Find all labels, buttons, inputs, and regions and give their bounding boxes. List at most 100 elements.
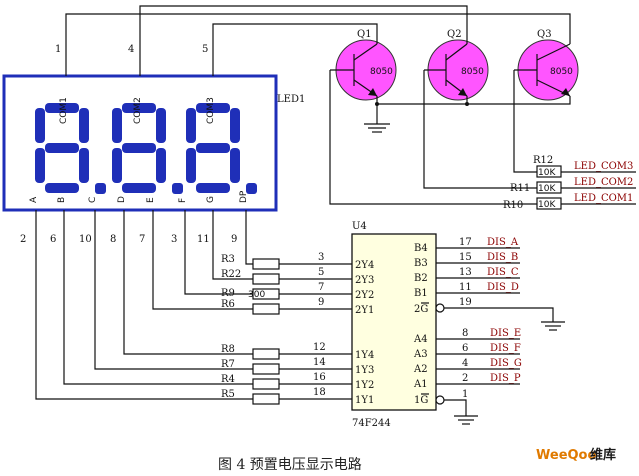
transistor-q1: Q1 8050 — [330, 29, 397, 101]
net-dis-f: DIS_F — [490, 343, 521, 354]
pin-16-label: 16 — [313, 372, 326, 383]
digit-2-segment-a — [122, 103, 156, 113]
port-a2: A2 — [413, 364, 428, 375]
transistor-q2: Q2 8050 — [424, 29, 489, 101]
pin-7b-label: 7 — [318, 282, 324, 293]
r10-name: R10 — [503, 200, 523, 211]
pin-15-label: 15 — [459, 252, 472, 263]
segment-wires: 2 6 10 8 7 3 11 9 — [20, 210, 253, 400]
pin-2b-label: 2 — [462, 373, 468, 384]
net-dis-a: DIS_A — [487, 237, 519, 248]
net-dis-e: DIS_E — [490, 328, 521, 339]
net-led-com2: LED_COM2 — [574, 177, 633, 188]
r7-body — [252, 363, 280, 375]
digit-3-segment-e — [186, 148, 196, 183]
net-led-com1: LED_COM1 — [574, 193, 633, 204]
emitter-ground — [364, 96, 571, 133]
port-1g: 1G — [414, 395, 428, 406]
bubble-2g — [435, 303, 445, 313]
bpin-11: 11 — [197, 234, 210, 245]
digit-1-segment-c — [79, 148, 89, 183]
pin-14-label: 14 — [313, 357, 326, 368]
q1-type: 8050 — [370, 67, 393, 77]
port-1y1: 1Y1 — [355, 395, 374, 406]
digit-1-decimal-point — [95, 183, 106, 194]
r4-name: R4 — [221, 374, 235, 385]
com-wires: 1 4 5 — [55, 5, 571, 76]
pin-11b-label: 11 — [459, 282, 472, 293]
r12-name: R12 — [533, 155, 553, 166]
port-b4: B4 — [414, 243, 428, 254]
port-2y3: 2Y3 — [355, 275, 374, 286]
digit-1-segment-a — [45, 103, 79, 113]
bpin-7: 7 — [139, 234, 145, 245]
digit-1-segment-e — [35, 148, 45, 183]
watermark-brand: WeeQoo — [536, 448, 596, 463]
digit-3-segment-b — [230, 108, 240, 143]
port-1y4: 1Y4 — [355, 350, 374, 361]
digit-2-segment-g — [122, 143, 156, 153]
ic-74f244: U4 74F244 2Y4 2Y3 2Y2 2Y1 1Y4 1Y3 1Y2 1Y… — [351, 221, 565, 429]
display-label: LED1 — [277, 94, 305, 105]
bpin-3: 3 — [171, 234, 177, 245]
pin-5-label: 5 — [202, 44, 208, 55]
segment-resistors-bottom: R8 R7 R4 R5 12 14 16 18 — [221, 342, 352, 405]
q3-type: 8050 — [550, 67, 573, 77]
q1-name: Q1 — [357, 29, 372, 40]
bpin-2: 2 — [20, 234, 26, 245]
net-dis-p: DIS_P — [490, 373, 521, 384]
q2-emitter-arrow — [458, 88, 467, 96]
port-a3: A3 — [413, 349, 428, 360]
figure-caption: 图 4 预置电压显示电路 — [218, 457, 362, 473]
digit-3-segment-c — [230, 148, 240, 183]
r3-body — [252, 258, 280, 270]
com2-label: COM2 — [133, 97, 143, 124]
digit-3-segment-a — [196, 103, 230, 113]
seg-letter-a: A — [29, 196, 39, 203]
port-b3: B3 — [414, 258, 428, 269]
digit-1-segment-g — [45, 143, 79, 153]
pin-8b-label: 8 — [462, 328, 468, 339]
pin-18-label: 18 — [313, 387, 326, 398]
port-2y1: 2Y1 — [355, 305, 374, 316]
bubble-1g — [435, 395, 445, 405]
port-b1: B1 — [414, 288, 428, 299]
r5-body — [252, 393, 280, 405]
bpin-10: 10 — [79, 234, 92, 245]
pin-19-label: 19 — [459, 297, 472, 308]
digit-2-segment-f — [112, 108, 122, 143]
q3-name: Q3 — [537, 29, 552, 40]
digit-3-segment-d — [196, 183, 230, 193]
port-1y2: 1Y2 — [355, 380, 374, 391]
r10-value: 10K — [538, 200, 556, 210]
digit-3-segment-g — [196, 143, 230, 153]
seg-letter-b: B — [57, 197, 67, 203]
r11-name: R11 — [510, 183, 530, 194]
r22-body — [252, 273, 280, 285]
segments-layer — [35, 103, 257, 194]
r4-body — [252, 378, 280, 390]
seg-letter-dp: DP — [239, 190, 249, 203]
com1-label: COM1 — [59, 97, 69, 124]
digit-2-segment-d — [122, 183, 156, 193]
r8-name: R8 — [221, 344, 235, 355]
r22-name: R22 — [221, 269, 241, 280]
q2-type: 8050 — [461, 67, 484, 77]
net-dis-d: DIS_D — [487, 282, 519, 293]
r9-name: R9 — [221, 288, 235, 299]
pin-5b-label: 5 — [318, 267, 324, 278]
com3-label: COM3 — [206, 97, 216, 124]
pin-3-label: 3 — [318, 252, 324, 263]
r5-name: R5 — [221, 389, 235, 400]
r7-name: R7 — [221, 359, 235, 370]
pin-12-label: 12 — [313, 342, 326, 353]
r6-name: R6 — [221, 299, 235, 310]
net-led-com3: LED_COM3 — [574, 161, 633, 172]
r9-value: 300 — [248, 290, 265, 300]
digit-2-segment-c — [156, 148, 166, 183]
led-display: LED1 COM1 COM2 COM3 A B C D E F G DP — [2, 74, 305, 212]
r3-name: R3 — [221, 254, 235, 265]
seg-letter-e: E — [146, 197, 156, 203]
pin-4b-label: 4 — [462, 358, 468, 369]
pin-1-label: 1 — [55, 44, 61, 55]
